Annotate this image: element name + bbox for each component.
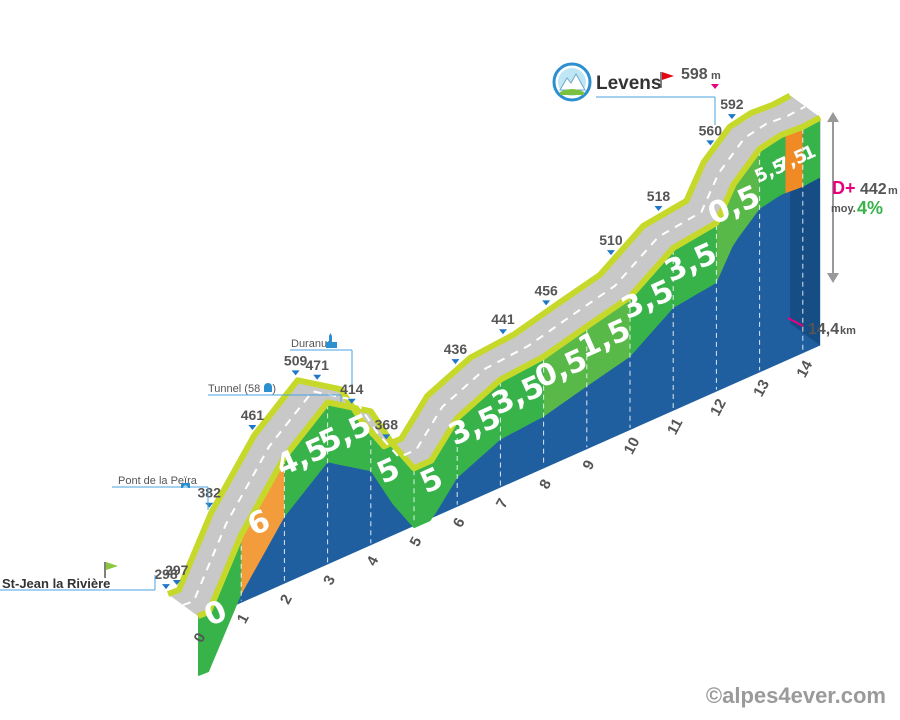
- gradient-band-15: [802, 117, 821, 187]
- alt-label-8: 436: [444, 341, 468, 357]
- alt-marker-3: [248, 425, 257, 431]
- avg-label: moy.: [831, 203, 856, 215]
- tunnel-icon: [264, 383, 272, 392]
- place-pont: Pont de la Peïra: [112, 475, 209, 510]
- profile-body: [166, 92, 822, 677]
- x-tick-7: 7: [493, 496, 512, 511]
- place-label-tunnel: Tunnel (58 m): [208, 383, 276, 395]
- climb-prefix: D+: [832, 178, 856, 198]
- start-name: St-Jean la Rivière: [2, 576, 110, 591]
- alt-marker-9: [498, 329, 507, 335]
- mountain-badge-icon: [552, 62, 592, 102]
- alt-label-10: 456: [534, 282, 558, 298]
- alt-marker-0: [162, 584, 170, 590]
- gradient-band-0: [198, 534, 242, 677]
- gradient-band-7: [500, 356, 544, 440]
- total-distance: 14,4 km: [787, 317, 856, 338]
- alt-label-11: 510: [599, 232, 623, 248]
- climb-summary: D+ 442 m moy. 4%: [827, 112, 898, 283]
- finish-alt: 598: [681, 66, 708, 83]
- alt-marker-6: [347, 398, 356, 404]
- total-distance-value: 14,4: [808, 321, 839, 338]
- copyright: ©alpes4ever.com: [706, 683, 886, 708]
- x-tick-1: 1: [234, 611, 253, 626]
- alt-marker-5: [313, 374, 322, 380]
- road-centre-line: [182, 105, 806, 607]
- alt-label-4: 509: [284, 352, 308, 368]
- gradient-band-1: [241, 457, 285, 595]
- gradient-band-13: [759, 133, 786, 209]
- alt-label-6: 414: [340, 381, 364, 397]
- finish-alt-unit: m: [711, 70, 721, 82]
- profile-front-wall: [198, 117, 821, 622]
- finish-name: Levens: [596, 73, 661, 94]
- road-back-edge: [166, 92, 792, 597]
- gradient-band-14: [785, 126, 803, 194]
- x-tick-13: 13: [750, 377, 773, 400]
- start-marker: St-Jean la Rivière: [0, 562, 156, 591]
- gradient-band-6: [457, 379, 501, 478]
- alt-label-13: 560: [699, 122, 723, 138]
- road-front-edge: [196, 114, 822, 619]
- avg-value: 4%: [857, 198, 883, 218]
- alt-marker-11: [606, 250, 615, 256]
- alt-marker-1: [172, 580, 181, 586]
- gradient-band-5: [414, 418, 458, 529]
- gradient-band-12: [716, 148, 760, 283]
- x-tick-4: 4: [363, 553, 382, 569]
- alt-marker-7: [382, 434, 391, 440]
- x-tick-11: 11: [664, 416, 686, 438]
- place-duranus: Duranus: [290, 333, 353, 385]
- alt-marker-12: [654, 205, 663, 211]
- alt-label-3: 461: [241, 407, 265, 423]
- alt-marker-13: [706, 140, 715, 146]
- x-tick-2: 2: [277, 592, 296, 607]
- x-tick-5: 5: [407, 534, 426, 549]
- finish-header: Levens 598 m: [552, 62, 721, 125]
- gradient-band-2: [284, 402, 328, 518]
- church-icon: [326, 333, 337, 348]
- up-down-arrow-icon: [827, 112, 839, 283]
- climb-value: 442: [860, 181, 887, 198]
- x-tick-3: 3: [320, 573, 339, 588]
- climb-unit: m: [888, 185, 898, 197]
- start-flag-icon: [104, 562, 118, 578]
- alt-label-14: 592: [720, 96, 744, 112]
- alt-marker-10: [542, 300, 551, 306]
- gradient-band-10: [630, 248, 674, 357]
- x-tick-6: 6: [450, 515, 469, 530]
- alt-label-0: 298: [154, 566, 178, 582]
- place-label-duranus: Duranus: [291, 338, 333, 350]
- road-surface: [168, 95, 821, 617]
- total-distance-unit: km: [840, 325, 856, 337]
- alt-label-5: 471: [306, 357, 330, 373]
- x-tick-14: 14: [793, 357, 816, 380]
- x-tick-12: 12: [707, 396, 730, 419]
- altitude-labels: 2982973824615094714143684364414565105185…: [154, 96, 744, 590]
- x-tick-10: 10: [621, 435, 644, 458]
- alt-marker-8: [451, 359, 460, 365]
- alt-marker-4: [291, 370, 300, 376]
- x-tick-9: 9: [579, 457, 598, 472]
- alt-label-9: 441: [491, 311, 515, 327]
- alt-label-12: 518: [647, 188, 671, 204]
- gradient-band-8: [543, 326, 587, 417]
- alt-label-2: 382: [198, 485, 222, 501]
- place-label-pont: Pont de la Peïra: [118, 475, 198, 487]
- place-tunnel: Tunnel (58 m): [208, 383, 342, 402]
- alt-marker-14: [727, 114, 736, 120]
- finish-flag-icon: [660, 72, 674, 88]
- alt-label-7: 368: [375, 416, 399, 432]
- bridge-icon: [181, 483, 190, 488]
- x-tick-8: 8: [536, 477, 555, 492]
- alt-marker-2: [205, 502, 214, 508]
- alt-label-1: 297: [165, 562, 189, 578]
